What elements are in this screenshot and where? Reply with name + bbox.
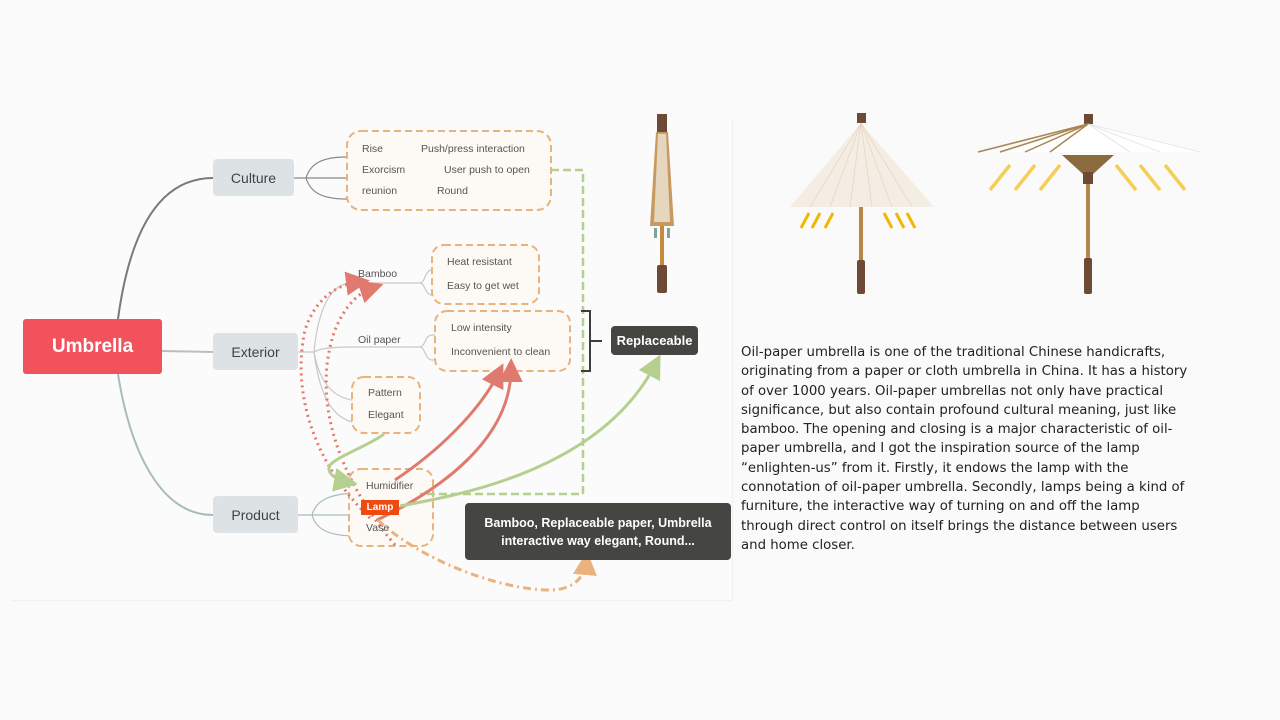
leaf-low-intensity[interactable]: Low intensity [451,322,512,334]
open-umbrella-image [977,114,1201,294]
branch-node-exterior[interactable]: Exterior [213,333,298,370]
leaf-push-press-interaction[interactable]: Push/press interaction [421,143,525,155]
leaf-pattern[interactable]: Pattern [368,387,402,399]
half-open-umbrella-image [790,113,934,294]
leaf-round[interactable]: Round [437,185,468,197]
description-paragraph: Oil-paper umbrella is one of the traditi… [741,345,1188,553]
leaf-easy-to-get-wet[interactable]: Easy to get wet [447,280,519,292]
closed-umbrella-image [650,114,674,293]
branch-node-product[interactable]: Product [213,496,298,533]
leaf-user-push-to-open[interactable]: User push to open [444,164,530,176]
summary-replaceable[interactable]: Replaceable [611,326,698,355]
leaf-rise[interactable]: Rise [362,143,384,155]
leaf-inconvenient-to-clean[interactable]: Inconvenient to clean [451,346,551,358]
leaf-lamp-highlighted[interactable]: Lamp [361,500,399,515]
summary-result-box[interactable]: Bamboo, Replaceable paper, Umbrella inte… [465,503,731,560]
leaf-vase[interactable]: Vase [366,522,390,534]
leaf-bamboo[interactable]: Bamboo [358,268,398,280]
leaf-exorcism[interactable]: Exorcism [362,164,406,176]
leaf-humidifier[interactable]: Humidifier [366,480,414,492]
leaf-oil-paper[interactable]: Oil paper [358,334,401,346]
leaf-heat-resistant[interactable]: Heat resistant [447,256,512,268]
leaf-elegant[interactable]: Elegant [368,409,404,421]
leaf-reunion[interactable]: reunion [362,185,398,197]
root-node-umbrella[interactable]: Umbrella [23,319,162,374]
branch-node-culture[interactable]: Culture [213,159,294,196]
